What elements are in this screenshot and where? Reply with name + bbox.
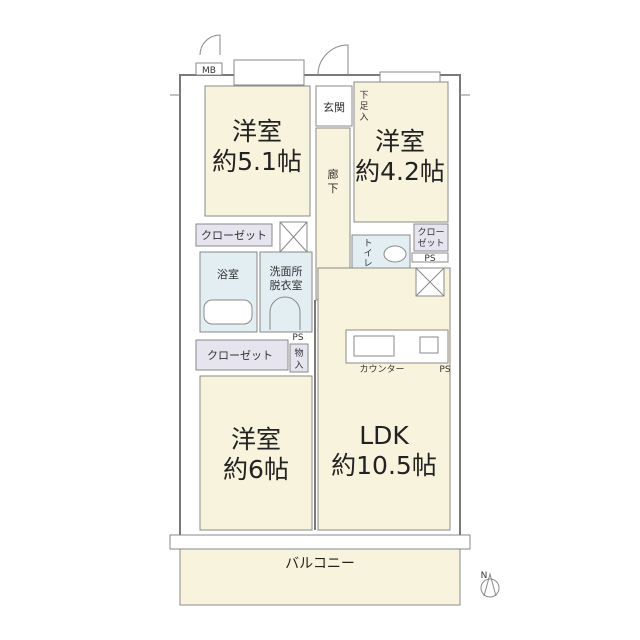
ldk-size: 約10.5帖 bbox=[331, 451, 437, 480]
toilet-icon bbox=[383, 245, 407, 263]
ps-label-2: PS bbox=[292, 333, 303, 343]
shoe-storage-label: 入 bbox=[359, 112, 368, 123]
front-door[interactable] bbox=[317, 44, 349, 76]
closet-1 bbox=[195, 223, 273, 247]
kitchen-sink-icon bbox=[353, 335, 395, 357]
mb-label: MB bbox=[202, 66, 216, 76]
corridor-label: 下 bbox=[328, 182, 339, 195]
window-top-right bbox=[379, 71, 441, 83]
ldk-name: LDK bbox=[359, 421, 409, 450]
ps-label-3: PS bbox=[439, 365, 450, 375]
bathtub-icon bbox=[203, 299, 253, 325]
entrance bbox=[315, 85, 353, 127]
western-2-size: 約4.2帖 bbox=[355, 157, 445, 186]
western-1-size: 約5.1帖 bbox=[212, 147, 302, 176]
storage-label: 物 bbox=[294, 347, 303, 359]
closet-2-label: クローゼット bbox=[207, 349, 273, 362]
ps-box-1 bbox=[411, 252, 449, 263]
balcony-label: バルコニー bbox=[285, 556, 355, 572]
closet-small-label: ゼット bbox=[417, 237, 444, 249]
closet-2 bbox=[195, 339, 289, 371]
shoe-storage-label: 足 bbox=[359, 101, 368, 112]
western-3-name: 洋室 bbox=[231, 425, 281, 454]
corridor-label: 廊 bbox=[328, 167, 339, 181]
western-1-name: 洋室 bbox=[232, 117, 282, 146]
bath-label: 浴室 bbox=[217, 267, 239, 281]
mb-box bbox=[195, 62, 223, 76]
western-3-size: 約6帖 bbox=[223, 455, 289, 484]
stove-icon bbox=[419, 336, 439, 354]
balcony bbox=[179, 548, 461, 606]
closet-1-label: クローゼット bbox=[201, 229, 267, 242]
western-room-1 bbox=[204, 85, 311, 217]
counter-label: カウンター bbox=[359, 364, 404, 375]
washroom-label: 洗面所 bbox=[270, 265, 303, 278]
mb-door bbox=[199, 34, 221, 56]
washroom bbox=[259, 251, 313, 333]
toilet-label: イ bbox=[363, 249, 372, 259]
western-2-name: 洋室 bbox=[375, 127, 425, 156]
toilet-label: ト bbox=[363, 239, 372, 249]
toilet-label: レ bbox=[363, 259, 372, 269]
window-top-left bbox=[233, 59, 305, 86]
western-room-2 bbox=[353, 81, 449, 223]
shoe-storage-label: 下 bbox=[359, 91, 368, 101]
storage-label: 入 bbox=[294, 360, 303, 371]
western-room-3 bbox=[199, 375, 313, 531]
closet-small-label: クロー bbox=[417, 227, 444, 238]
ldk-room bbox=[317, 267, 451, 531]
entrance-label: 玄関 bbox=[323, 100, 345, 114]
closet-small bbox=[413, 223, 449, 252]
storage bbox=[289, 343, 309, 373]
north-compass-icon: N bbox=[480, 571, 500, 598]
ps-label-1: PS bbox=[424, 254, 435, 264]
sink-icon bbox=[269, 296, 301, 330]
balcony-rail bbox=[169, 534, 471, 550]
compass-label: N bbox=[481, 571, 488, 581]
washroom-label: 脱衣室 bbox=[270, 278, 303, 292]
